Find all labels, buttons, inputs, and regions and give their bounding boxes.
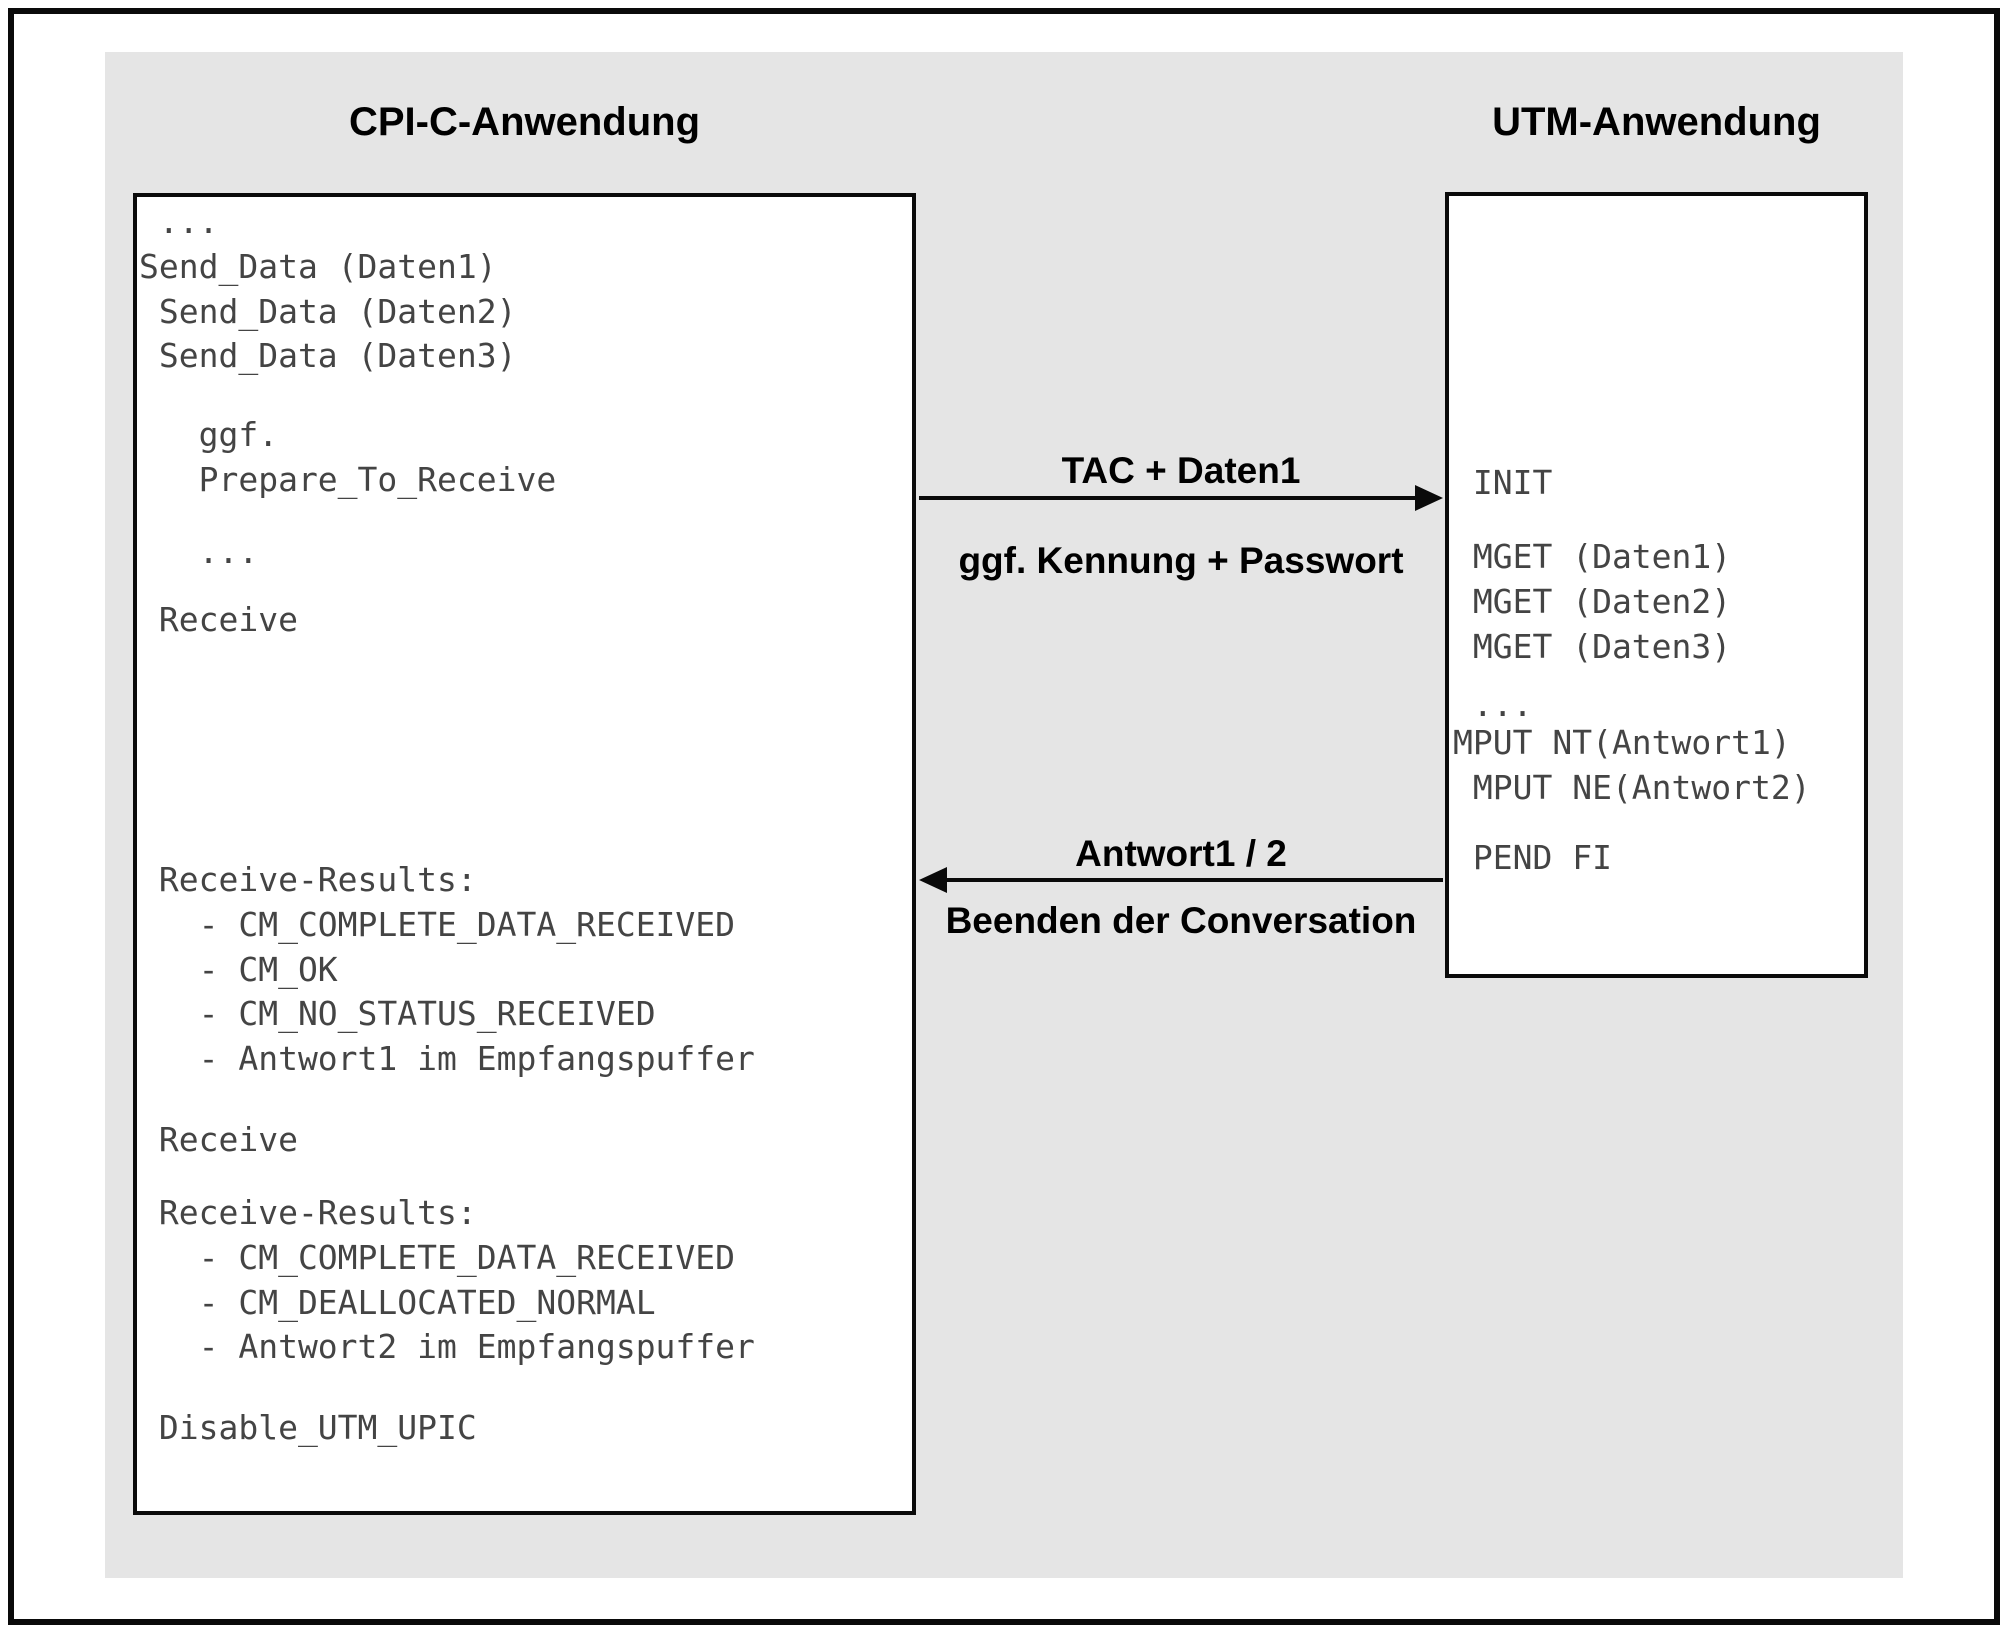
request-arrow-label-bottom: ggf. Kennung + Passwort [958,540,1404,581]
code-block-receive-2: Receive [139,1120,298,1159]
code-block-send-data: ... Send_Data (Daten1) Send_Data (Daten2… [139,202,517,376]
code-block-receive-results-2: Receive-Results: - CM_COMPLETE_DATA_RECE… [158,1193,755,1367]
code-block-receive-results-1: Receive-Results: - CM_COMPLETE_DATA_RECE… [158,860,755,1079]
response-arrow-label-top: Antwort1 / 2 [1075,833,1287,874]
code-block-receive-1: Receive [139,600,298,639]
utm-application-box [1445,192,1868,978]
response-arrow-label-bottom: Beenden der Conversation [945,900,1417,941]
cpic-application-title: CPI-C-Anwendung [348,100,701,144]
cpic-application-box [133,193,916,1515]
utm-application-title: UTM-Anwendung [1492,100,1821,144]
request-arrow-line [919,496,1419,500]
code-block-disable-utm-upic: Disable_UTM_UPIC [139,1408,477,1447]
code-block-pend-fi: PEND FI [1453,838,1612,877]
response-arrow-line [945,878,1443,882]
code-block-prepare-to-receive: ggf. Prepare_To_Receive [198,415,557,499]
arrowhead-right-icon [1415,485,1443,511]
code-block-init: INIT [1453,463,1553,502]
code-block-ellipsis: ... [139,532,259,571]
request-arrow-label-top: TAC + Daten1 [1061,450,1301,491]
code-block-mput: MPUT NT(Antwort1) MPUT NE(Antwort2) [1453,723,1811,807]
code-block-ellipsis-right: ... [1453,685,1533,724]
code-block-mget: MGET (Daten1) MGET (Daten2) MGET (Daten3… [1472,537,1732,666]
arrowhead-left-icon [919,867,947,893]
